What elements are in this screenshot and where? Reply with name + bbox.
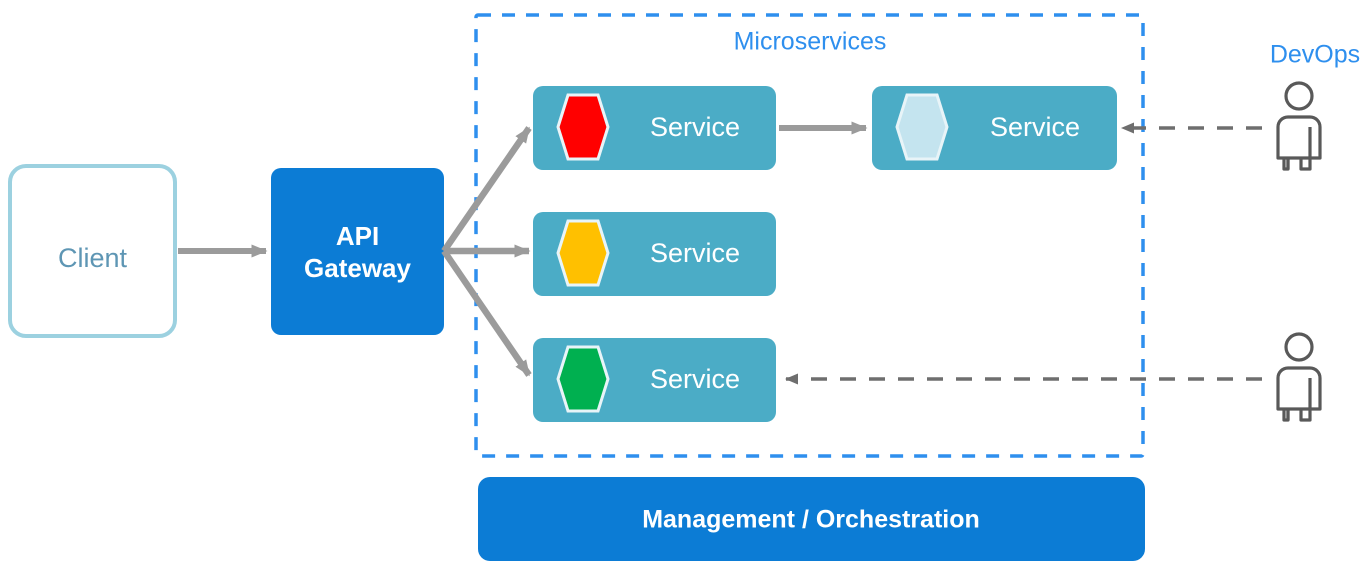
person-legs-top — [1288, 156, 1312, 171]
person-legs-bottom — [1288, 407, 1312, 422]
person-icon — [1276, 81, 1322, 171]
connector-gateway-to-service-4 — [441, 249, 532, 377]
client-node[interactable]: Client — [8, 164, 177, 338]
service-1-label: Service — [650, 112, 740, 142]
client-label: Client — [58, 243, 128, 273]
person-head-bottom — [1284, 332, 1314, 362]
api-gateway-label-line2: Gateway — [304, 253, 411, 283]
service-2-node[interactable]: Service — [872, 86, 1117, 170]
person-arm-left-bottom — [1276, 378, 1288, 411]
microservices-group-label: Microservices — [734, 28, 887, 56]
api-gateway-label-line1: API — [336, 221, 379, 251]
service-4-label: Service — [650, 364, 740, 394]
connector-gateway-to-service-1 — [441, 126, 532, 253]
service-3-label: Service — [650, 238, 740, 268]
management-box[interactable] — [478, 477, 1145, 561]
service-2-label: Service — [990, 112, 1080, 142]
service-4-node[interactable]: Service — [533, 338, 776, 422]
person-head-top — [1284, 81, 1314, 111]
management-label: Management / Orchestration — [642, 506, 980, 534]
devops-label: DevOps — [1270, 41, 1360, 69]
red-hexagon-icon — [556, 93, 610, 161]
api-gateway-node[interactable]: API Gateway — [271, 168, 444, 335]
amber-hexagon-icon — [556, 219, 610, 287]
client-box[interactable] — [8, 164, 177, 338]
management-node[interactable]: Management / Orchestration — [478, 477, 1145, 561]
person-icon — [1276, 332, 1322, 422]
service-1-node[interactable]: Service — [533, 86, 776, 170]
person-body-top — [1276, 115, 1322, 160]
api-gateway-box[interactable] — [271, 168, 444, 335]
service-3-node[interactable]: Service — [533, 212, 776, 296]
green-hexagon-icon — [556, 345, 610, 413]
person-arm-left-top — [1276, 127, 1288, 160]
person-body-bottom — [1276, 366, 1322, 411]
microservices-group: Microservices — [474, 13, 1145, 458]
lightblue-hexagon-icon — [895, 93, 949, 161]
